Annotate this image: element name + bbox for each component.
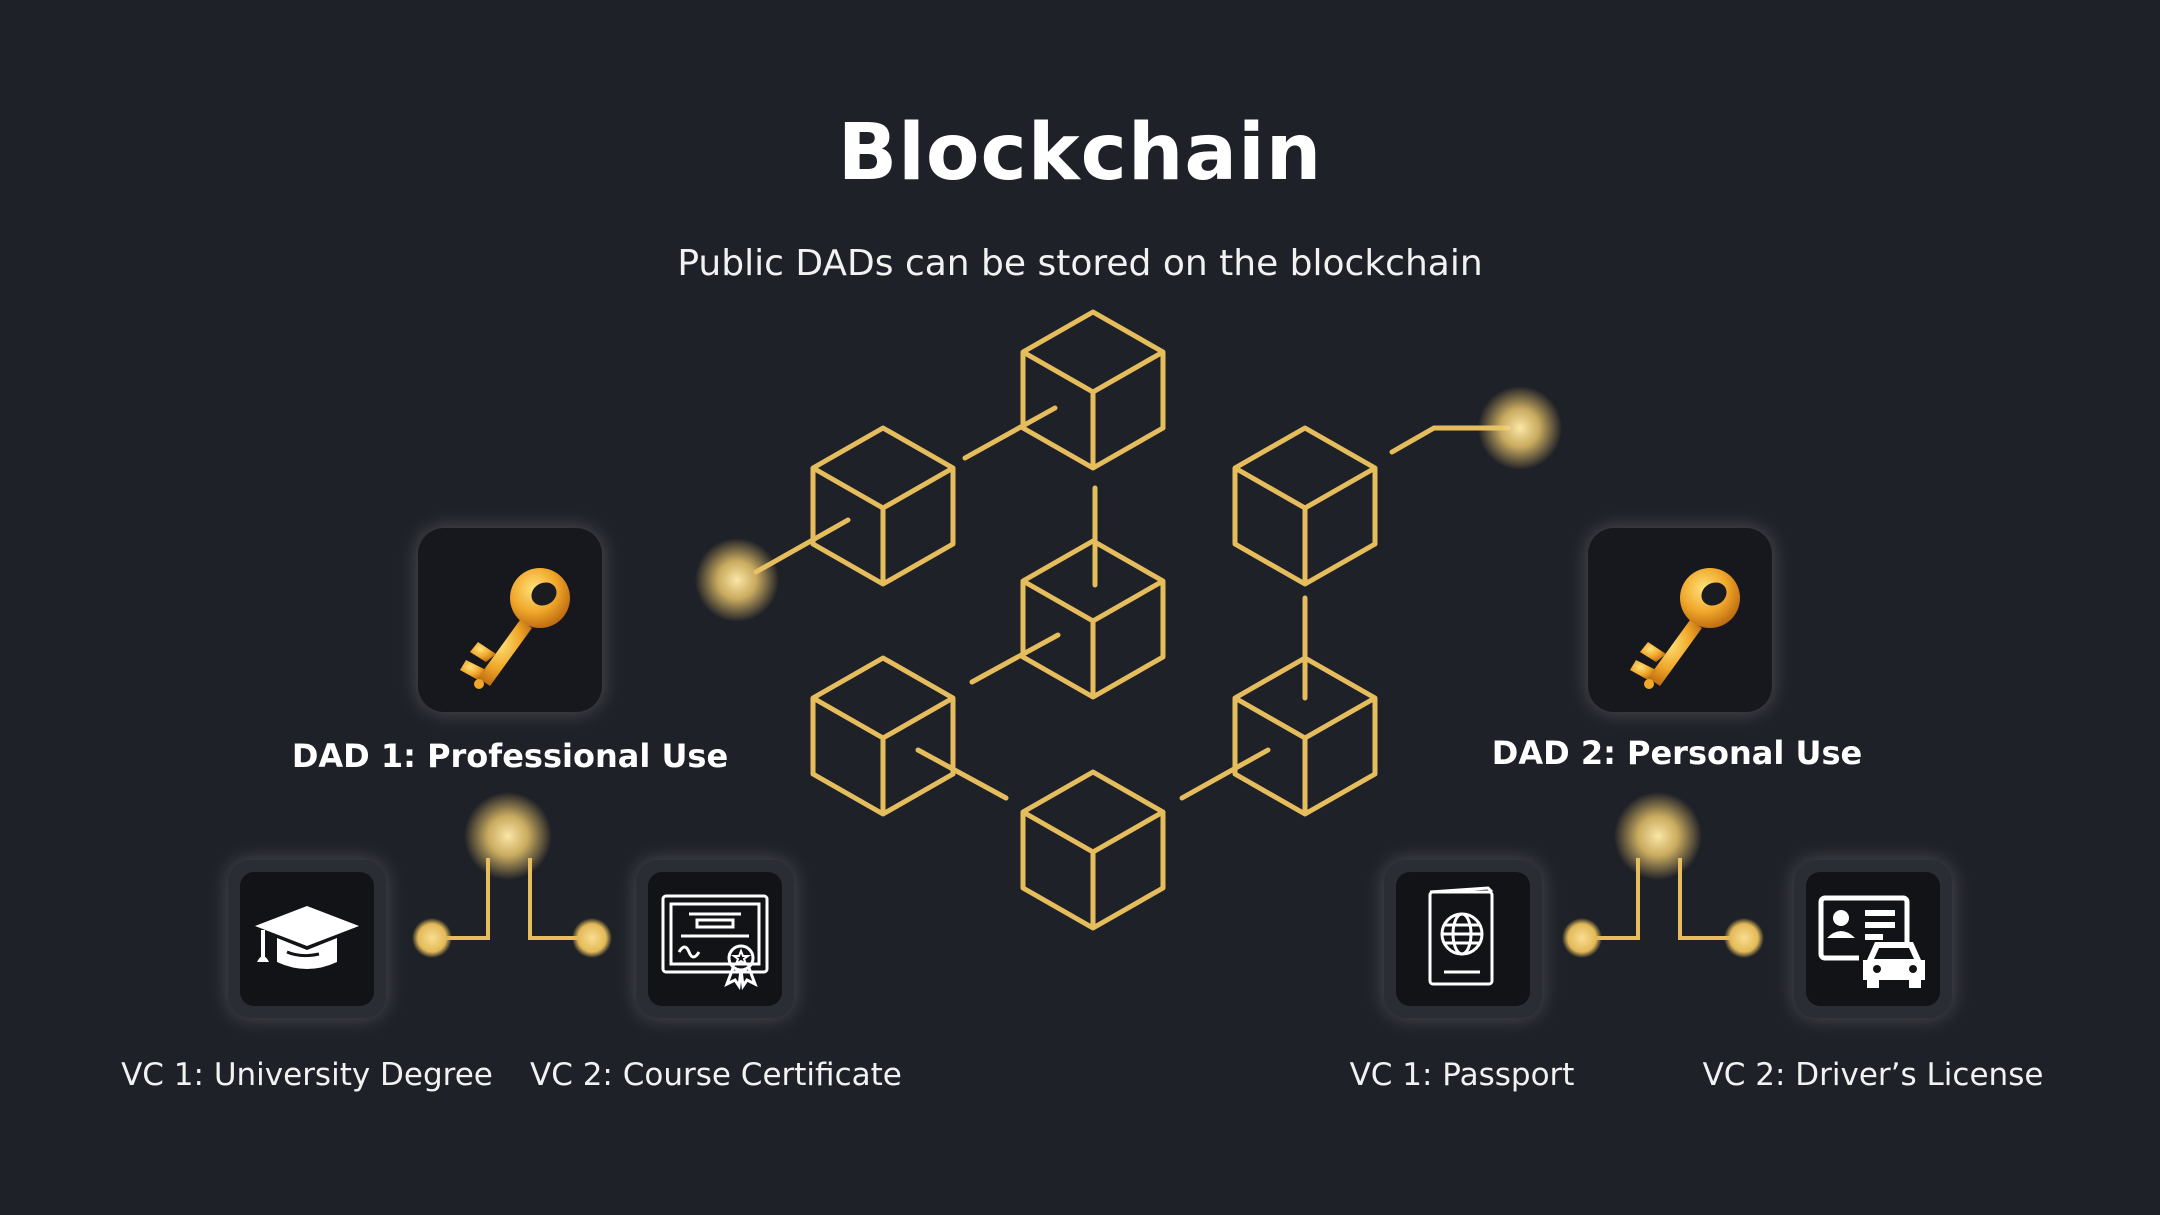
dad1-key-tile	[418, 528, 602, 712]
certificate-icon	[661, 894, 769, 991]
dad2-label: DAD 2: Personal Use	[1491, 734, 1863, 772]
blockchain-connectors	[753, 405, 1511, 801]
block-cube	[1235, 428, 1375, 584]
block-cube	[1023, 312, 1163, 468]
blockchain-cubes	[813, 312, 1375, 928]
page-subtitle: Public DADs can be stored on the blockch…	[677, 243, 1483, 284]
glow-node	[464, 792, 552, 880]
passport-icon	[1428, 886, 1494, 986]
vc-label-drivers-license: VC 2: Driver’s License	[1702, 1057, 2044, 1093]
block-cube	[1023, 772, 1163, 928]
graduation-cap-icon	[255, 906, 359, 969]
connector-dot	[572, 918, 612, 958]
vc-label-passport: VC 1: Passport	[1349, 1057, 1575, 1093]
dad2-key-tile	[1588, 528, 1772, 712]
connector-dot	[412, 918, 452, 958]
block-cube	[813, 428, 953, 584]
glow-node	[695, 538, 779, 622]
page-title: Blockchain	[837, 108, 1323, 198]
connector-dot	[1562, 918, 1602, 958]
glow-node	[1478, 386, 1562, 470]
glow-node	[1614, 792, 1702, 880]
vc-tile-drivers-license	[1794, 860, 1952, 1018]
vc-tile-university-degree	[228, 860, 386, 1018]
connector-dot	[1724, 918, 1764, 958]
dad1-label: DAD 1: Professional Use	[291, 737, 729, 775]
vc-tile-passport	[1384, 860, 1542, 1018]
block-cube	[813, 658, 953, 814]
drivers-license-icon	[1818, 895, 1933, 988]
vc-label-university-degree: VC 1: University Degree	[121, 1057, 493, 1093]
vc-tile-course-certificate	[636, 860, 794, 1018]
vc-label-course-certificate: VC 2: Course Certificate	[530, 1057, 902, 1093]
